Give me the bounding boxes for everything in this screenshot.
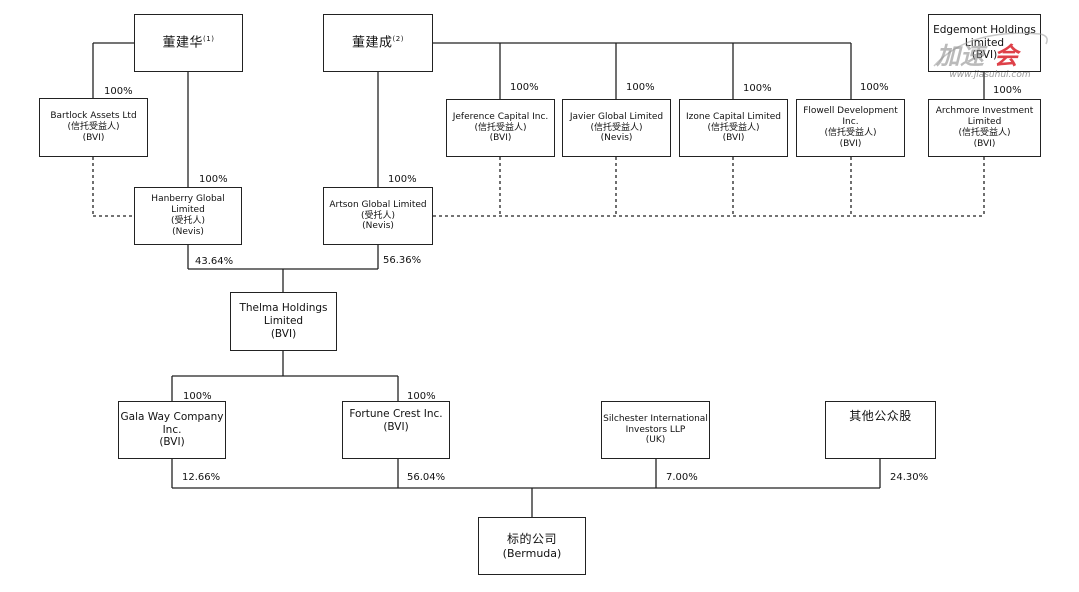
pct-jeference: 100% bbox=[510, 82, 539, 93]
entity-edgemont-holdings: Edgemont Holdings Limited (BVI) bbox=[928, 14, 1041, 72]
pct-silchester-target: 7.00% bbox=[666, 472, 698, 483]
owner-dong-jianhua-name: 董建华(1) bbox=[162, 34, 215, 51]
entity-jeference-capital: Jeference Capital Inc. (信托受益人) (BVI) bbox=[446, 99, 555, 157]
entity-target-company: 标的公司 (Bermuda) bbox=[478, 517, 586, 575]
entity-thelma-holdings: Thelma Holdings Limited (BVI) bbox=[230, 292, 337, 351]
entity-silchester-international: Silchester International Investors LLP (… bbox=[601, 401, 710, 459]
pct-artson: 100% bbox=[388, 174, 417, 185]
entity-artson-global: Artson Global Limited (受托人) (Nevis) bbox=[323, 187, 433, 245]
entity-archmore-investment: Archmore Investment Limited (信托受益人) (BVI… bbox=[928, 99, 1041, 157]
svg-text:加速: 加速 bbox=[935, 42, 988, 70]
entity-bartlock-assets: Bartlock Assets Ltd (信托受益人) (BVI) bbox=[39, 98, 148, 157]
pct-hanberry-thelma: 43.64% bbox=[195, 256, 234, 267]
jiasuhui-logo-accent: 会 bbox=[994, 42, 1022, 70]
pct-izone: 100% bbox=[743, 83, 772, 94]
entity-hanberry-global: Hanberry Global Limited (受托人) (Nevis) bbox=[134, 187, 242, 245]
entity-gala-way-company: Gala Way Company Inc. (BVI) bbox=[118, 401, 226, 459]
entity-fortune-crest: Fortune Crest Inc. (BVI) bbox=[342, 401, 450, 459]
jiasuhui-watermark: 加速 会 www.jiasuhui.com bbox=[928, 26, 1058, 88]
pct-javier: 100% bbox=[626, 82, 655, 93]
pct-artson-thelma: 56.36% bbox=[383, 255, 422, 266]
pct-fortune: 100% bbox=[407, 391, 436, 402]
pct-flowell: 100% bbox=[860, 82, 889, 93]
entity-javier-global: Javier Global Limited (信托受益人) (Nevis) bbox=[562, 99, 671, 157]
pct-fortune-target: 56.04% bbox=[407, 472, 446, 483]
pct-archmore: 100% bbox=[993, 85, 1022, 96]
jiasuhui-watermark-url: www.jiasuhui.com bbox=[949, 70, 1031, 80]
pct-galaway-target: 12.66% bbox=[182, 472, 221, 483]
entity-flowell-development: Flowell Development Inc. (信托受益人) (BVI) bbox=[796, 99, 905, 157]
owner-dong-jiancheng-name: 董建成(2) bbox=[352, 34, 404, 51]
pct-public-target: 24.30% bbox=[890, 472, 929, 483]
jiasuhui-logo-icon: 加速 会 bbox=[933, 32, 1048, 70]
entity-other-public-shareholders: 其他公众股 bbox=[825, 401, 936, 459]
owner-dong-jiancheng: 董建成(2) bbox=[323, 14, 433, 72]
owner-dong-jianhua: 董建华(1) bbox=[134, 14, 243, 72]
pct-galaway: 100% bbox=[183, 391, 212, 402]
pct-hanberry: 100% bbox=[199, 174, 228, 185]
entity-izone-capital: Izone Capital Limited (信托受益人) (BVI) bbox=[679, 99, 788, 157]
pct-bartlock: 100% bbox=[104, 86, 133, 97]
